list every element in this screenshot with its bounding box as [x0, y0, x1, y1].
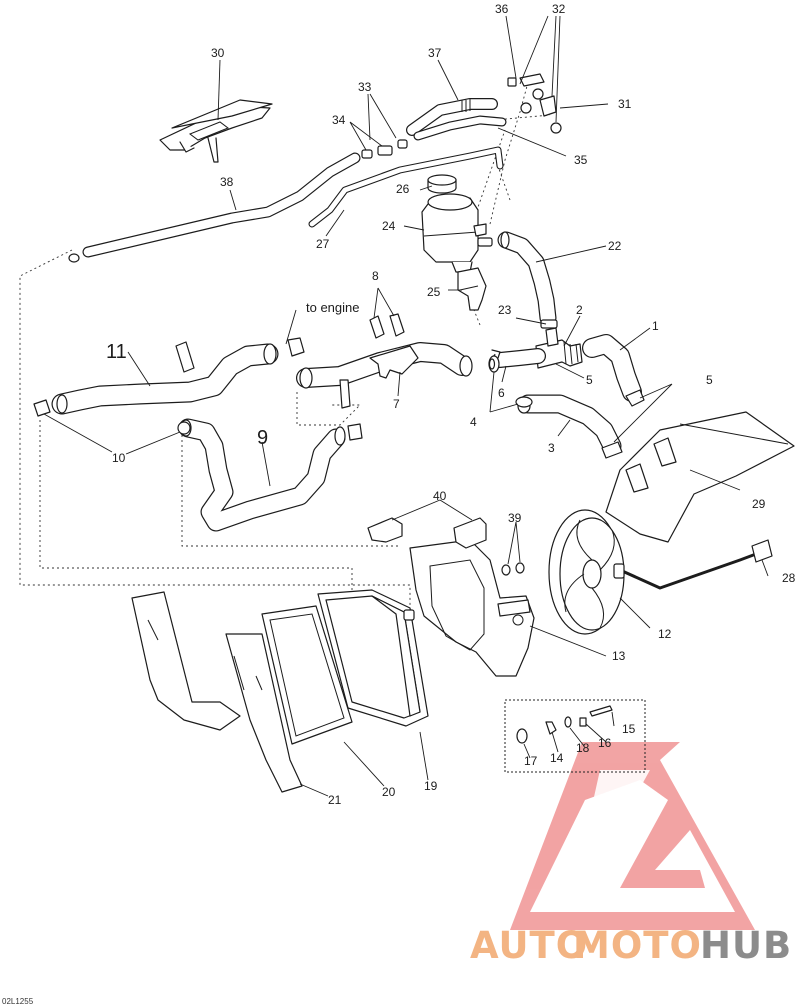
- callout-14: 14: [550, 751, 564, 765]
- part-33-34-fittings: [361, 139, 408, 159]
- callout-32: 32: [552, 2, 566, 16]
- callout-8: 8: [372, 269, 379, 283]
- callout-16: 16: [598, 736, 612, 750]
- part-37-hose: [406, 98, 498, 136]
- part-13-shroud: [409, 539, 535, 677]
- callout-34: 34: [332, 113, 346, 127]
- callout-3: 3: [548, 441, 555, 455]
- watermark-brand: AUTO MOTO HUB: [470, 924, 792, 967]
- callout-7: 7: [393, 397, 400, 411]
- part-26-cap: [427, 174, 457, 194]
- to-engine-note: to engine: [306, 300, 360, 315]
- part-38-hose: [68, 152, 361, 263]
- callout-38: 38: [220, 175, 234, 189]
- callout-5b: 5: [586, 373, 593, 387]
- part-30-bracket: [159, 99, 273, 163]
- callout-20: 20: [382, 785, 396, 799]
- callout-26: 26: [396, 182, 410, 196]
- callout-31: 31: [618, 97, 632, 111]
- part-6-hose: [492, 348, 546, 368]
- part-29-sheet: [605, 411, 795, 543]
- part-19-radiator: [317, 589, 429, 727]
- callout-labels: 30 38 33 34 37 36 32 31 35 26 24 27 22 2…: [106, 2, 796, 807]
- callout-30: 30: [211, 46, 225, 60]
- watermark-triangle: [510, 742, 755, 930]
- part-11-hose: [51, 343, 279, 415]
- watermark-hub: HUB: [700, 924, 792, 967]
- callout-13: 13: [612, 649, 626, 663]
- part-35-hose: [413, 115, 507, 141]
- leader-lines: [43, 15, 769, 797]
- part-22-hose: [497, 231, 557, 327]
- part-23-clamp: [540, 319, 558, 329]
- part-20-screen: [261, 605, 353, 745]
- part-2-housing: [535, 327, 583, 369]
- part-10-clamps: [33, 337, 363, 441]
- part-28-harness: [618, 539, 773, 590]
- callout-23: 23: [498, 303, 512, 317]
- callout-35: 35: [574, 153, 588, 167]
- callout-39: 39: [508, 511, 522, 525]
- callout-22: 22: [608, 239, 622, 253]
- hardware-kit: [504, 699, 646, 773]
- callout-1: 1: [652, 319, 659, 333]
- callout-29: 29: [752, 497, 766, 511]
- part-27-hose: [308, 146, 504, 228]
- drawing-code: 02L1255: [2, 997, 34, 1006]
- callout-17: 17: [524, 754, 538, 768]
- part-24-expansion-tank: [421, 193, 493, 273]
- part-9-hose: [178, 418, 346, 532]
- part-21-deflectors: [131, 591, 303, 793]
- part-8-clips: [369, 313, 405, 339]
- guide-lines: [19, 74, 551, 610]
- callout-28: 28: [782, 571, 796, 585]
- watermark-logo: [510, 742, 755, 930]
- part-1-hose: [582, 334, 645, 407]
- callout-24: 24: [382, 219, 396, 233]
- part-25-bracket: [457, 267, 487, 311]
- watermark-auto: AUTO: [470, 924, 588, 967]
- part-3-hose: [517, 394, 623, 459]
- part-39-grommets: [501, 562, 525, 576]
- callout-2: 2: [576, 303, 583, 317]
- callout-27: 27: [316, 237, 330, 251]
- callout-15: 15: [622, 722, 636, 736]
- callout-5a: 5: [706, 373, 713, 387]
- part-12-fan: [548, 509, 625, 635]
- callout-33: 33: [358, 80, 372, 94]
- watermark-inner: [580, 770, 650, 860]
- watermark-moto: MOTO: [573, 924, 702, 967]
- callout-11: 11: [106, 341, 127, 363]
- part-40-brackets: [367, 517, 487, 549]
- hose-clamps: [488, 349, 533, 408]
- callout-25: 25: [427, 285, 441, 299]
- callout-9: 9: [257, 427, 268, 449]
- callout-40: 40: [433, 489, 447, 503]
- callout-18: 18: [576, 741, 590, 755]
- callout-12: 12: [658, 627, 672, 641]
- callout-36: 36: [495, 2, 509, 16]
- callout-21: 21: [328, 793, 342, 807]
- callout-6: 6: [498, 386, 505, 400]
- callout-4: 4: [470, 415, 477, 429]
- callout-10: 10: [112, 451, 126, 465]
- callout-37: 37: [428, 46, 442, 60]
- part-31-32-36-fittings: [507, 73, 562, 134]
- callout-19: 19: [424, 779, 438, 793]
- part-7-hose: [296, 342, 473, 409]
